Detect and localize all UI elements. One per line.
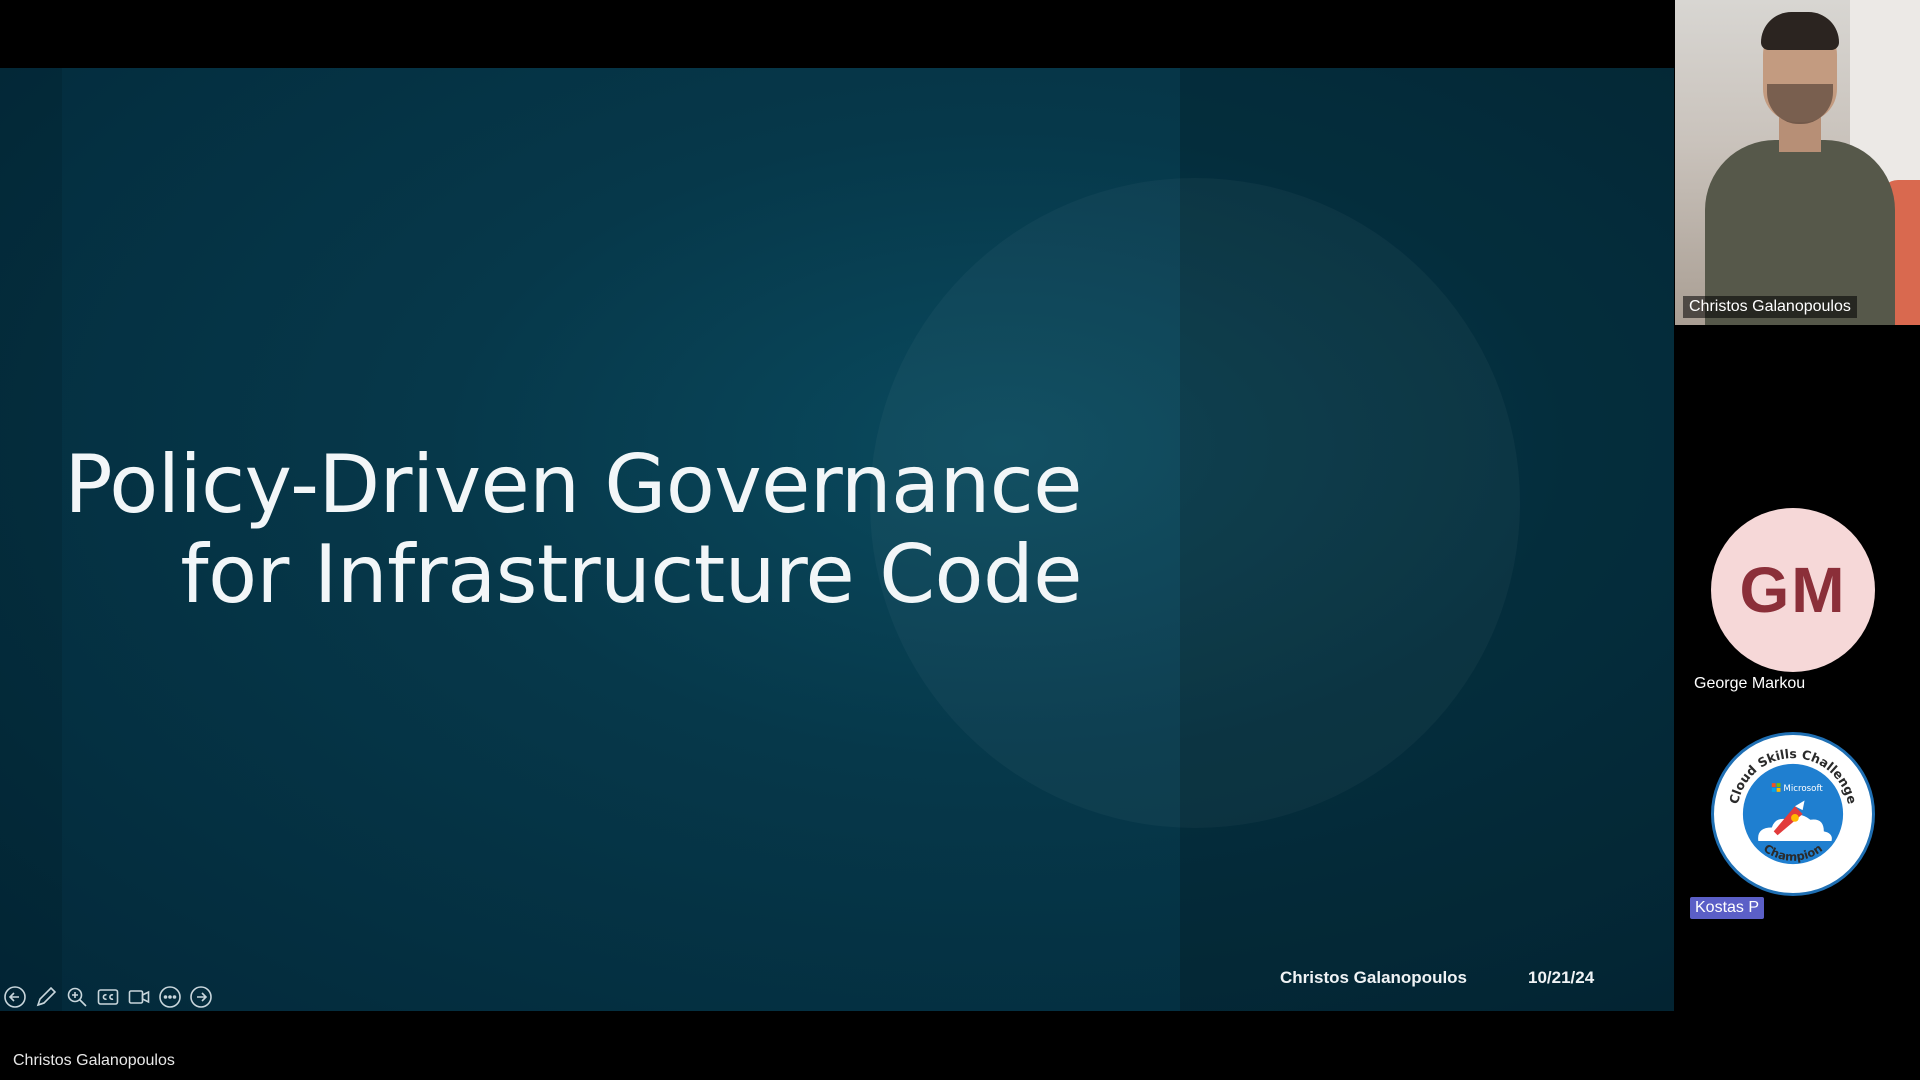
participant-avatar-badge[interactable]: Cloud Skills Challenge Champion Microsof… bbox=[1711, 732, 1875, 896]
ellipsis-circle-icon bbox=[159, 986, 181, 1008]
participant-name-label: George Markou bbox=[1694, 675, 1806, 692]
participant-video-tile[interactable]: Christos Galanopoulos bbox=[1675, 0, 1920, 325]
pen-icon bbox=[36, 986, 57, 1007]
camera-button[interactable] bbox=[126, 984, 152, 1010]
participant-name-tag: Christos Galanopoulos bbox=[1683, 296, 1857, 318]
badge-brand-text: Microsoft bbox=[1783, 784, 1823, 794]
slide-title: Policy-Driven Governance for Infrastruct… bbox=[64, 440, 1082, 620]
slide-title-line1: Policy-Driven Governance bbox=[64, 438, 1082, 531]
participant-avatar-initials[interactable]: GM bbox=[1711, 508, 1875, 672]
zoom-button[interactable] bbox=[64, 984, 90, 1010]
arrow-right-circle-icon bbox=[190, 986, 212, 1008]
slide-title-line2: for Infrastructure Code bbox=[180, 528, 1082, 621]
video-person-hair bbox=[1761, 12, 1839, 50]
video-person-beard bbox=[1767, 84, 1833, 124]
slide-toolbar bbox=[2, 984, 214, 1010]
more-options-button[interactable] bbox=[157, 984, 183, 1010]
video-camera-icon bbox=[128, 990, 150, 1004]
badge-bottom-text: Champion bbox=[1761, 841, 1825, 864]
previous-slide-button[interactable] bbox=[2, 984, 28, 1010]
arrow-left-circle-icon bbox=[4, 986, 26, 1008]
slide-left-band bbox=[0, 68, 62, 1011]
slide-footer-date: 10/21/24 bbox=[1528, 968, 1595, 987]
shared-slide: Policy-Driven Governance for Infrastruct… bbox=[0, 68, 1674, 1011]
video-person-shirt bbox=[1705, 140, 1895, 325]
pen-button[interactable] bbox=[33, 984, 59, 1010]
next-slide-button[interactable] bbox=[188, 984, 214, 1010]
cloud-skills-challenge-badge-icon: Cloud Skills Challenge Champion Microsof… bbox=[1726, 746, 1860, 865]
participant-name-tag: Kostas P bbox=[1690, 897, 1765, 919]
svg-text:Champion: Champion bbox=[1761, 841, 1825, 864]
captions-button[interactable] bbox=[95, 984, 121, 1010]
presenter-name-label: Christos Galanopoulos bbox=[13, 1052, 175, 1069]
slide-footer-author: Christos Galanopoulos bbox=[1280, 968, 1468, 987]
magnifier-icon bbox=[67, 987, 87, 1007]
cc-icon bbox=[97, 989, 119, 1005]
slide-right-panel bbox=[1180, 68, 1674, 1011]
